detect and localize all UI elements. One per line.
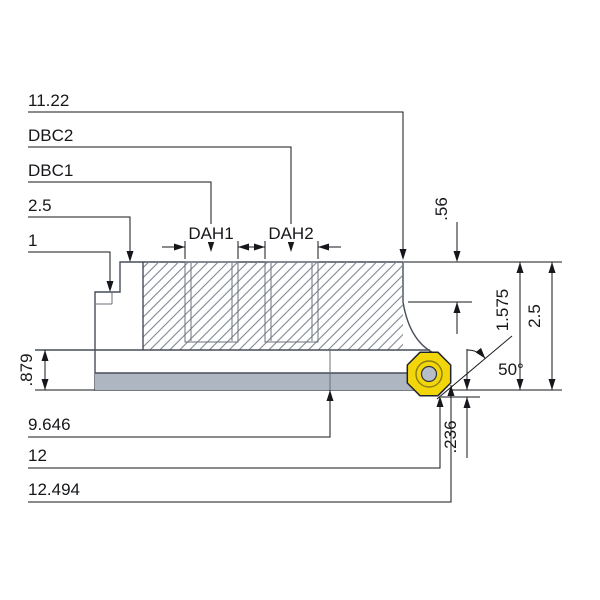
label-236: .236 <box>441 420 460 453</box>
dim-12-494-line <box>28 385 452 503</box>
dimension-lines <box>28 111 553 503</box>
label-9-646: 9.646 <box>28 415 71 434</box>
label-50-deg: 50° <box>498 360 524 379</box>
label-56: .56 <box>432 197 451 221</box>
insert-pocket-slot-1 <box>184 261 239 343</box>
label-2-5-right: 2.5 <box>525 304 544 328</box>
label-12: 12 <box>28 446 47 465</box>
label-2-5-top: 2.5 <box>28 196 52 215</box>
dah1-halo <box>186 224 236 242</box>
extension-lines <box>184 241 562 398</box>
label-1-575: 1.575 <box>493 289 512 332</box>
lower-flange-band <box>95 373 426 390</box>
dim-2-5-top-line <box>28 216 131 258</box>
dimension-labels: 11.22 DBC2 DBC1 2.5 1 DAH1 DAH2 .56 1.57… <box>17 91 544 499</box>
dim-9-646-line <box>28 390 331 438</box>
label-12-494: 12.494 <box>28 480 80 499</box>
hatched-section <box>143 262 403 350</box>
label-11-22: 11.22 <box>28 91 69 110</box>
arrowheads <box>41 241 556 408</box>
label-879: .879 <box>17 353 36 386</box>
dim-dbc1-line <box>28 181 212 241</box>
dim-1-line <box>28 251 111 288</box>
insert-pocket-slot-2 <box>264 261 319 343</box>
label-dbc2: DBC2 <box>28 126 73 145</box>
insert-land-ring <box>415 360 443 388</box>
angle-50-leader <box>436 335 513 400</box>
label-dbc1: DBC1 <box>28 161 73 180</box>
cutter-body <box>35 261 440 391</box>
dim-dbc2-line <box>28 146 292 241</box>
label-dah2: DAH2 <box>268 224 313 243</box>
dim-12-line <box>28 396 441 469</box>
label-dah1: DAH1 <box>188 224 233 243</box>
label-1: 1 <box>28 231 37 250</box>
dah2-halo <box>266 224 316 242</box>
dim-11-22-line <box>28 111 404 256</box>
insert-screw-hole <box>420 365 438 383</box>
octagonal-insert <box>406 351 452 397</box>
